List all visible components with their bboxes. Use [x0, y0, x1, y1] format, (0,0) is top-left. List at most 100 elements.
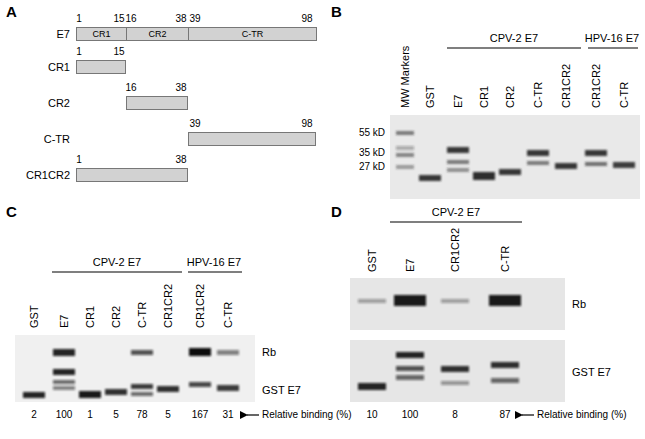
gel-band [131, 384, 153, 389]
figure-label: GST E7 [572, 366, 611, 378]
lane-label: CR2 [110, 306, 122, 328]
gel-band [441, 381, 469, 385]
figure-label: 1 [76, 13, 82, 25]
gel-band [189, 348, 211, 356]
panel-letter: B [331, 6, 342, 18]
lane-label: CR1 [478, 86, 490, 108]
gel-band [585, 162, 607, 166]
lane-label: CR1CR2 [194, 284, 206, 328]
gel-band [555, 163, 577, 169]
figure-label: HPV-16 E7 [187, 256, 241, 268]
gel-band [441, 366, 469, 372]
gel-band [79, 391, 101, 398]
lane-label: C-TR [222, 302, 234, 328]
lane-label: GST [28, 305, 40, 328]
gel-band [447, 160, 469, 164]
gel-bands [358, 295, 521, 390]
figure-label: 2 [31, 409, 37, 421]
fragment-name: C-TR [44, 132, 70, 146]
fragment-bar: E7CR1CR2C-TR [76, 27, 316, 41]
group-line [52, 271, 182, 272]
figure-label: 35 kD [359, 147, 385, 159]
gel-band [473, 172, 495, 180]
gel-band [358, 383, 386, 390]
gel-band [613, 162, 635, 168]
figure-label: 100 [56, 409, 73, 421]
figure-label: 27 kD [359, 161, 385, 173]
domain-segment: CR2 [126, 27, 189, 41]
gel-band [396, 153, 414, 157]
group-line [447, 47, 581, 48]
figure-label: 15 [113, 46, 124, 58]
fragment-bar: CR1 [76, 60, 126, 74]
lane-label: E7 [58, 315, 70, 328]
figure-label: CPV-2 E7 [490, 32, 538, 44]
gel-band [491, 378, 519, 383]
lane-label: E7 [404, 259, 416, 272]
figure-label: 1 [76, 154, 82, 166]
lane-label: CR1CR2 [449, 228, 461, 272]
lane-label: CR1CR2 [162, 284, 174, 328]
lane-label: CR1CR2 [590, 64, 602, 108]
figure-label: Relative binding (%) [537, 409, 627, 421]
lane-label: CR1CR2 [560, 64, 572, 108]
gel-band [157, 386, 179, 392]
lane-label: C-TR [532, 82, 544, 108]
gel-band [105, 389, 127, 395]
gel-band [53, 369, 75, 375]
gel-band [217, 385, 239, 391]
group-line [588, 47, 638, 48]
figure-label: CPV-2 E7 [93, 256, 141, 268]
figure-label: 10 [366, 409, 377, 421]
gel-band [489, 295, 521, 306]
gel-image [390, 115, 640, 199]
gel-band [585, 150, 607, 156]
panel-letter: A [6, 6, 17, 18]
fragment-name: E7 [57, 27, 70, 41]
fragment-name: CR2 [48, 96, 70, 110]
gel-band [53, 380, 75, 384]
domain-segment: C-TR [188, 27, 317, 41]
gel-band [396, 375, 424, 380]
figure-label: 1 [87, 409, 93, 421]
lane-label: E7 [452, 95, 464, 108]
gel-band [23, 392, 45, 398]
figure-label: 98 [301, 13, 312, 25]
figure-label: 98 [301, 118, 312, 130]
panel-letter: C [6, 206, 17, 218]
gel-band [358, 299, 386, 303]
figure-label: 5 [113, 409, 119, 421]
figure-label: 16 [125, 13, 136, 25]
lane-label: CR1 [84, 306, 96, 328]
figure-label: 1 [76, 46, 82, 58]
group-line [188, 271, 242, 272]
lane-label: C-TR [499, 246, 511, 272]
gel-image [350, 340, 565, 402]
gel-band [447, 147, 469, 153]
gel-band [396, 146, 414, 150]
figure-label: 78 [136, 409, 147, 421]
gel-band [131, 392, 153, 396]
figure-label: GST E7 [262, 384, 301, 396]
gel-band [527, 161, 549, 165]
fragment-bar: C-TR [188, 132, 316, 146]
lane-label: C-TR [136, 302, 148, 328]
figure-label: 8 [452, 409, 458, 421]
gel-band [491, 362, 519, 368]
figure-label: HPV-16 E7 [585, 32, 639, 44]
figure-label: 100 [402, 409, 419, 421]
gel-band [499, 169, 521, 175]
figure-label: 87 [499, 409, 510, 421]
gel-band [53, 386, 75, 390]
figure-label: 16 [125, 82, 136, 94]
fragment-name: CR1CR2 [26, 168, 70, 182]
gel-band [53, 349, 75, 356]
gel-band [189, 382, 211, 387]
gel-bands [396, 131, 635, 181]
gel-bands [23, 348, 239, 398]
figure-label: CPV-2 E7 [432, 206, 480, 218]
domain-segment: CR1 [76, 27, 127, 41]
figure-label: Rb [572, 298, 586, 310]
gel-band [394, 295, 426, 306]
gel-band [396, 131, 414, 135]
